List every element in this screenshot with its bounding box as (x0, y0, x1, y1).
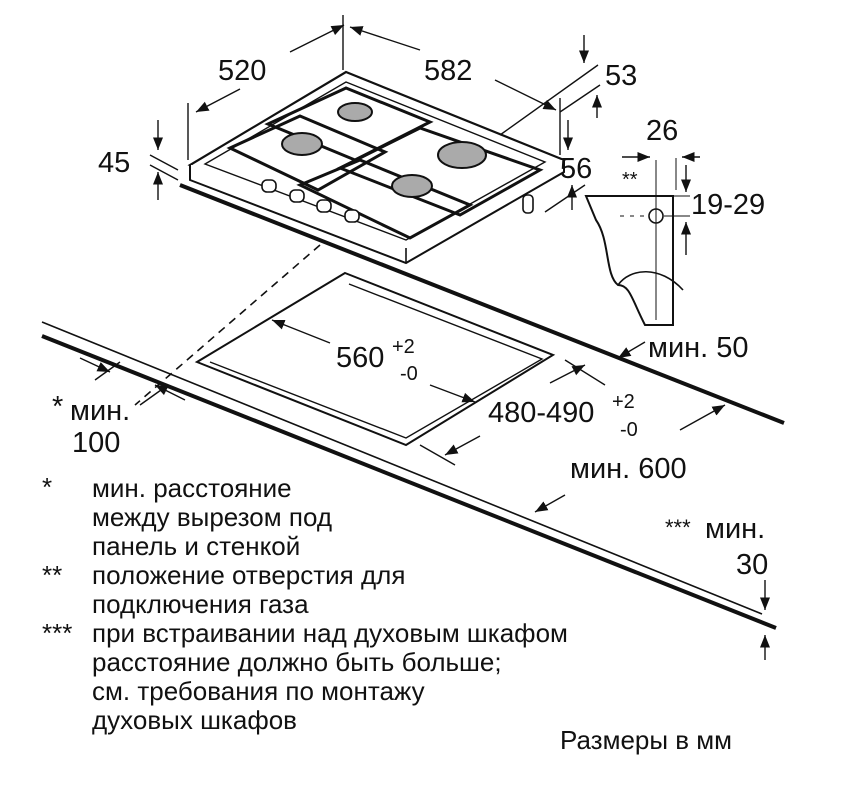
burner (337, 102, 373, 122)
note-line: положение отверстия для (92, 560, 406, 590)
hob (187, 70, 567, 265)
note-line: подключения газа (92, 589, 309, 619)
dim-depth: 520 (218, 55, 266, 87)
dim-right-depth: 53 (605, 60, 637, 92)
cutout-width-tol-plus: +2 (392, 336, 415, 358)
burner (391, 174, 433, 198)
dim-height: 45 (98, 147, 130, 179)
countertop-back-edge (179, 183, 785, 425)
dim-cutout-depth: 480-490 (488, 397, 594, 429)
burner (437, 141, 487, 169)
projection-dashed-line (134, 244, 321, 406)
min-below-marker: *** (665, 515, 691, 540)
footnote-2: положение отверстия для подключения газа (92, 561, 405, 619)
min-back-label: мин. 50 (648, 332, 749, 364)
units-caption: Размеры в мм (560, 725, 733, 755)
min-below-value: 30 (736, 549, 768, 581)
cutout-depth-tol-minus: -0 (620, 419, 638, 441)
cutout-depth-tol-plus: +2 (612, 391, 635, 413)
gas-connection-detail (584, 158, 690, 326)
footnote-1: мин. расстояние между вырезом под панель… (92, 474, 332, 561)
countertop-front-edge-top (41, 321, 763, 615)
note-line: духовых шкафов (92, 705, 297, 735)
min-depth-label: мин. 600 (570, 453, 687, 485)
min-front-label: мин. (70, 395, 130, 427)
countertop-front-edge (41, 334, 777, 630)
note-marker: ** (42, 560, 63, 590)
cutout-width-tol-minus: -0 (400, 363, 418, 385)
dim-gas-offset: 56 (560, 153, 592, 185)
note-line: между вырезом под (92, 502, 333, 532)
note-line: мин. расстояние (92, 473, 292, 503)
note-line: расстояние должно быть больше; (92, 647, 502, 677)
dim-pipe-width: 26 (646, 115, 678, 147)
burner (281, 132, 323, 156)
dim-cutout-width: 560 (336, 342, 384, 374)
note-line: панель и стенкой (92, 531, 301, 561)
note-marker: *** (42, 618, 73, 648)
dim-pipe-height: 19-29 (691, 189, 765, 221)
note-line: при встраивании над духовым шкафом (92, 618, 568, 648)
dim-width: 582 (424, 55, 472, 87)
note-marker: * (42, 472, 53, 502)
min-front-value: 100 (72, 427, 120, 459)
min-front-marker: * (52, 391, 63, 423)
min-below-label: мин. (705, 513, 765, 545)
footnote-3: при встраивании над духовым шкафом расст… (92, 619, 568, 735)
note-line: см. требования по монтажу (92, 676, 425, 706)
pipe-marker: ** (622, 169, 638, 191)
